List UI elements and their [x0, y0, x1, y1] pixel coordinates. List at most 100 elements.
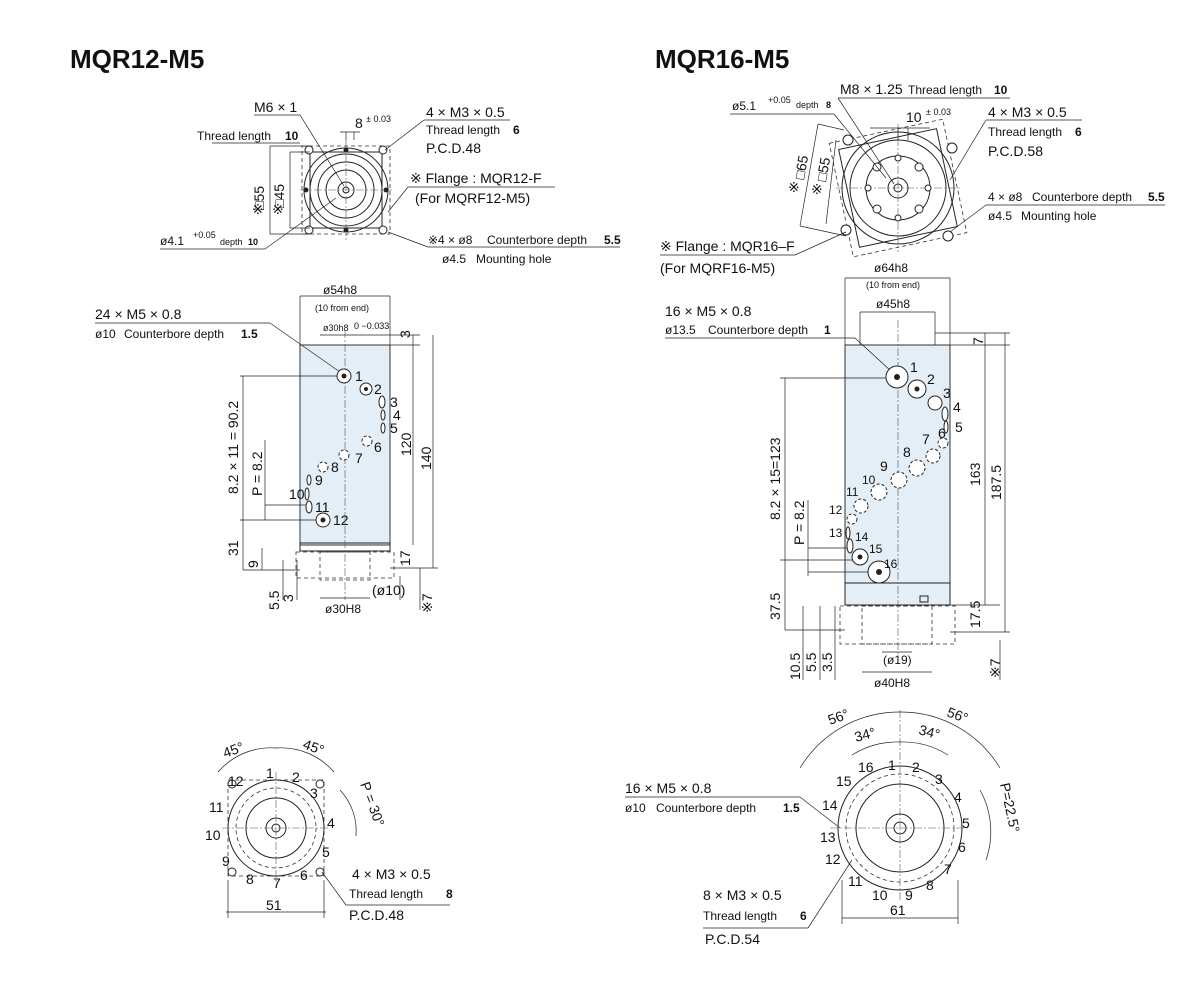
- svg-text:6: 6: [300, 867, 308, 883]
- right-top-d51: ø5.1: [732, 99, 756, 113]
- right-side-dim375: 37.5: [767, 593, 783, 620]
- svg-text:5: 5: [962, 815, 970, 831]
- svg-text:5: 5: [322, 844, 330, 860]
- right-side-dim35: 3.5: [819, 652, 835, 672]
- right-bottom-a56b: 56°: [945, 704, 970, 726]
- right-top-sq55: □55: [813, 156, 833, 183]
- left-side-cb-a: ø10: [95, 327, 116, 341]
- left-side-dim3b: 3: [280, 594, 296, 602]
- left-side-p: P = 8.2: [249, 451, 265, 496]
- right-top-thread6-value: 6: [1075, 125, 1082, 139]
- right-top-d51depthv: 8: [826, 100, 831, 110]
- right-top-dim10: 10: [906, 109, 922, 125]
- right-top-cb-c: 5.5: [1148, 190, 1165, 204]
- right-bottom-a56a: 56°: [826, 706, 851, 728]
- right-top-mount2: Mounting hole: [1021, 209, 1097, 223]
- svg-text:15: 15: [869, 542, 883, 556]
- svg-text:2: 2: [927, 371, 935, 387]
- svg-text:10: 10: [205, 827, 221, 843]
- svg-text:11: 11: [848, 873, 863, 889]
- svg-text:12: 12: [333, 512, 349, 528]
- left-side-dim3: 3: [397, 330, 413, 338]
- right-side-p: P = 8.2: [791, 500, 807, 545]
- right-side-dim105: 10.5: [787, 653, 803, 680]
- right-side-cb-a: ø13.5: [665, 323, 696, 337]
- svg-text:10: 10: [862, 473, 876, 487]
- left-bottom-dim51: 51: [266, 897, 282, 913]
- left-bottom-port-labels: 1 2 3 4 5 6 7 8 9 10 11 12: [205, 765, 335, 891]
- right-top-thread6-label: Thread length: [988, 125, 1062, 139]
- left-side-ast7: ※7: [419, 593, 435, 613]
- left-side-ports: [304, 368, 386, 528]
- svg-text:4: 4: [953, 399, 961, 415]
- right-bottom-cb-b: Counterbore depth: [656, 801, 756, 815]
- right-bottom-cb-a: ø10: [625, 801, 646, 815]
- right-side-dim7: 7: [970, 337, 986, 345]
- right-top-ast1: ※: [788, 179, 800, 195]
- right-top-flange2: (For MQRF16-M5): [660, 260, 775, 276]
- right-top-dims: [660, 97, 1165, 256]
- left-top-ast1: ※: [252, 201, 264, 217]
- svg-text:1: 1: [266, 765, 274, 781]
- svg-text:4: 4: [393, 407, 401, 423]
- left-side-dim140: 140: [418, 446, 434, 470]
- svg-text:6: 6: [374, 439, 382, 455]
- left-side-cb-b: Counterbore depth: [124, 327, 224, 341]
- svg-text:6: 6: [958, 839, 966, 855]
- svg-text:1: 1: [910, 359, 918, 375]
- right-bottom-view: [625, 710, 1001, 929]
- left-side-d30h8: ø30h8: [323, 323, 349, 333]
- left-top-m3: 4 × M3 × 0.5: [426, 104, 505, 120]
- left-bottom-thread-label: Thread length: [349, 887, 423, 901]
- right-side-dim187: 187.5: [988, 465, 1004, 500]
- svg-text:7: 7: [944, 861, 952, 877]
- left-side-d30H8: ø30H8: [325, 602, 361, 616]
- svg-text:2: 2: [292, 769, 300, 785]
- svg-text:12: 12: [228, 773, 244, 789]
- svg-text:1: 1: [355, 368, 363, 384]
- svg-text:1: 1: [888, 757, 896, 773]
- left-bottom-a45b: 45°: [301, 736, 326, 758]
- left-side-port-labels: 1 2 3 4 5 6 7 8 9 10 11 12: [289, 368, 401, 528]
- svg-text:6: 6: [938, 425, 946, 441]
- left-side-dim120: 120: [398, 432, 414, 456]
- left-top-mount: ø4.5: [442, 252, 466, 266]
- left-side-pitch: 8.2 × 11 = 90.2: [225, 401, 241, 494]
- left-bottom-a45a: 45°: [221, 739, 246, 761]
- svg-text:2: 2: [912, 759, 920, 775]
- svg-text:7: 7: [355, 450, 363, 466]
- right-side-d64: ø64h8: [874, 261, 908, 275]
- svg-text:3: 3: [943, 385, 951, 401]
- left-bottom-p30: P = 30°: [357, 780, 388, 829]
- svg-text:13: 13: [820, 829, 836, 845]
- right-side-port-labels: 1 2 3 4 5 6 7 8 9 10 11 12 13 14 15 16: [829, 359, 963, 571]
- left-top-thread6-label: Thread length: [426, 123, 500, 137]
- left-top-pcd: P.C.D.48: [426, 140, 481, 156]
- svg-text:10: 10: [289, 486, 305, 502]
- svg-text:14: 14: [822, 797, 838, 813]
- left-top-cb-b: Counterbore depth: [487, 233, 587, 247]
- right-side-cb-c: 1: [824, 323, 831, 337]
- right-side-d40H8: ø40H8: [874, 676, 910, 690]
- left-top-thread-value: 10: [285, 129, 299, 143]
- right-side-d19: (ø19): [883, 653, 912, 667]
- svg-text:12: 12: [829, 503, 843, 517]
- right-top-d51depth: depth: [796, 100, 819, 110]
- right-top-m8thread-b: 10: [994, 83, 1008, 97]
- left-top-view: [300, 140, 392, 240]
- left-top-thread-label: Thread length: [197, 129, 271, 143]
- svg-text:2: 2: [374, 381, 382, 397]
- left-bottom-pcd: P.C.D.48: [349, 907, 404, 923]
- svg-text:8: 8: [903, 444, 911, 460]
- left-bottom-view: [217, 747, 450, 918]
- right-bottom-m5: 16 × M5 × 0.8: [625, 780, 712, 796]
- right-bottom-dim61: 61: [890, 902, 906, 918]
- right-side-d45: ø45h8: [876, 297, 910, 311]
- right-side-dim55: 5.5: [803, 652, 819, 672]
- svg-text:5: 5: [955, 419, 963, 435]
- left-side-d10: (ø10): [372, 582, 405, 598]
- left-top-d41: ø4.1: [160, 234, 184, 248]
- svg-text:9: 9: [905, 887, 913, 903]
- right-bottom-thread-label: Thread length: [703, 909, 777, 923]
